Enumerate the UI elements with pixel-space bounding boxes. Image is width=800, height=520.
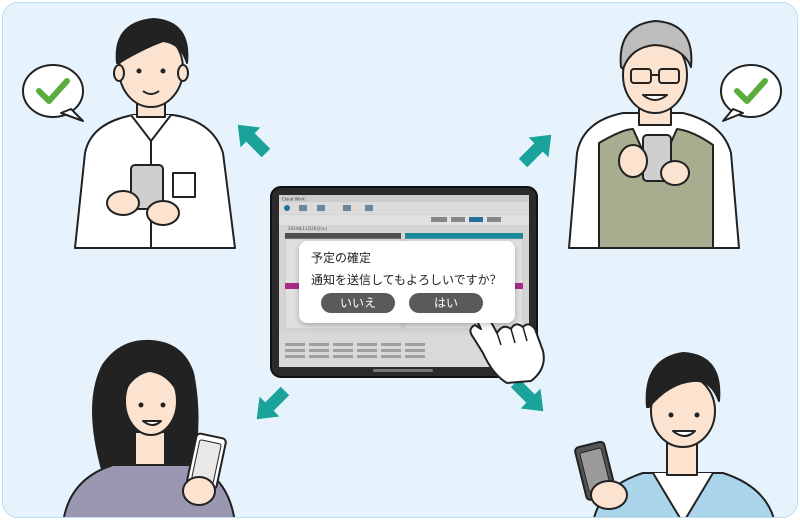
dialog-message: 通知を送信してもよろしいですか？ xyxy=(311,273,502,287)
arrow-up-right-icon xyxy=(518,134,552,168)
yes-button[interactable]: はい xyxy=(409,293,483,313)
person-older-man-top-right xyxy=(568,20,740,249)
no-button[interactable]: いいえ xyxy=(321,293,395,313)
person-young-man-bottom-right xyxy=(574,352,775,517)
tablet-date: 2024年11月26日(火) xyxy=(288,225,328,231)
tablet-app-name: Cloud Work xyxy=(282,197,306,202)
confirm-dialog: 予定の確定 通知を送信してもよろしいですか？ いいえ はい xyxy=(299,241,515,323)
person-young-man-top-left xyxy=(74,18,236,249)
person-woman-bottom-left xyxy=(63,339,235,517)
checkmark-icon xyxy=(734,78,768,104)
dialog-title: 予定の確定 xyxy=(311,251,372,265)
speech-bubble-right xyxy=(720,64,782,122)
arrows xyxy=(237,124,552,420)
arrow-up-left-icon xyxy=(237,124,271,158)
arrow-down-right-icon xyxy=(510,378,544,412)
arrow-down-left-icon xyxy=(256,386,290,420)
speech-bubble-left xyxy=(22,64,84,122)
checkmark-icon xyxy=(36,78,70,104)
